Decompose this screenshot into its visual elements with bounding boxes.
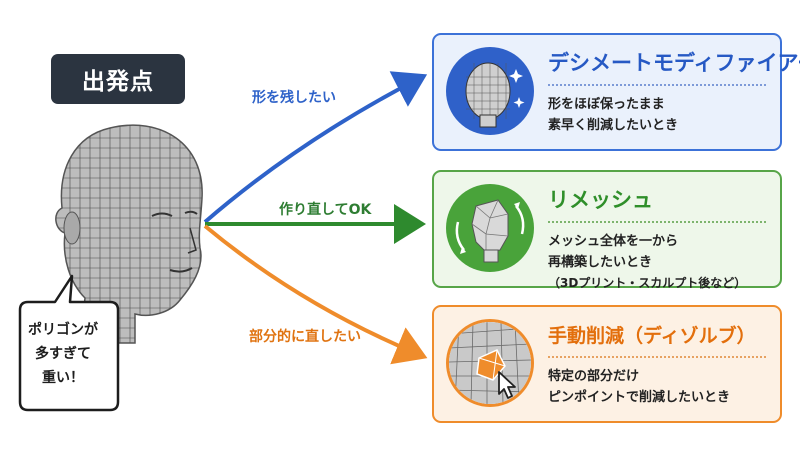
arrow-label-decimate: 形を残したい	[252, 90, 336, 106]
card-title: 手動削減（ディゾルブ）	[548, 325, 756, 347]
card-line: 特定の部分だけ	[548, 369, 640, 384]
mesh-selection-cursor-icon	[446, 319, 534, 407]
card-decimate: デシメートモディファイアー 形をほぼ保ったまま 素早く削減したいとき	[432, 33, 800, 151]
arrow-to-decimate	[203, 71, 428, 224]
card-remesh: リメッシュ メッシュ全体を一から 再構築したいとき （3Dプリント・スカルプト後…	[432, 170, 782, 290]
arrow-label-remesh: 作り直してOK	[279, 202, 372, 218]
speech-bubble	[18, 274, 120, 412]
card-divider	[548, 356, 766, 358]
card-line: 形をほぼ保ったまま	[548, 97, 665, 112]
arrow-label-dissolve: 部分的に直したい	[249, 329, 361, 345]
bubble-line: 重い！	[42, 370, 84, 386]
card-line: ピンポイントで削減したいとき	[548, 390, 731, 405]
card-dissolve: 手動削減（ディゾルブ） 特定の部分だけ ピンポイントで削減したいとき	[432, 305, 782, 423]
card-divider	[548, 221, 766, 223]
card-description: メッシュ全体を一から 再構築したいとき （3Dプリント・スカルプト後など）	[548, 231, 774, 294]
bubble-text: ポリゴンが 多すぎて 重い！	[8, 318, 118, 390]
card-description: 特定の部分だけ ピンポイントで削減したいとき	[548, 366, 774, 408]
bubble-line: ポリゴンが	[28, 322, 98, 338]
card-line: メッシュ全体を一から	[548, 234, 679, 249]
card-line: 再構築したいとき	[548, 255, 653, 270]
card-divider	[548, 84, 766, 86]
arrow-to-dissolve	[203, 224, 428, 365]
card-line: （3Dプリント・スカルプト後など）	[548, 276, 747, 290]
card-description: 形をほぼ保ったまま 素早く削減したいとき	[548, 94, 774, 136]
card-line: 素早く削減したいとき	[548, 118, 679, 133]
lowpoly-head-rotate-icon	[446, 184, 534, 272]
wireframe-head-icon	[55, 124, 203, 344]
card-title: リメッシュ	[548, 188, 653, 212]
card-title: デシメートモディファイアー	[548, 51, 800, 75]
wireframe-head-sparkle-icon	[446, 47, 534, 135]
bubble-line: 多すぎて	[35, 346, 91, 362]
start-badge: 出発点	[51, 54, 185, 104]
